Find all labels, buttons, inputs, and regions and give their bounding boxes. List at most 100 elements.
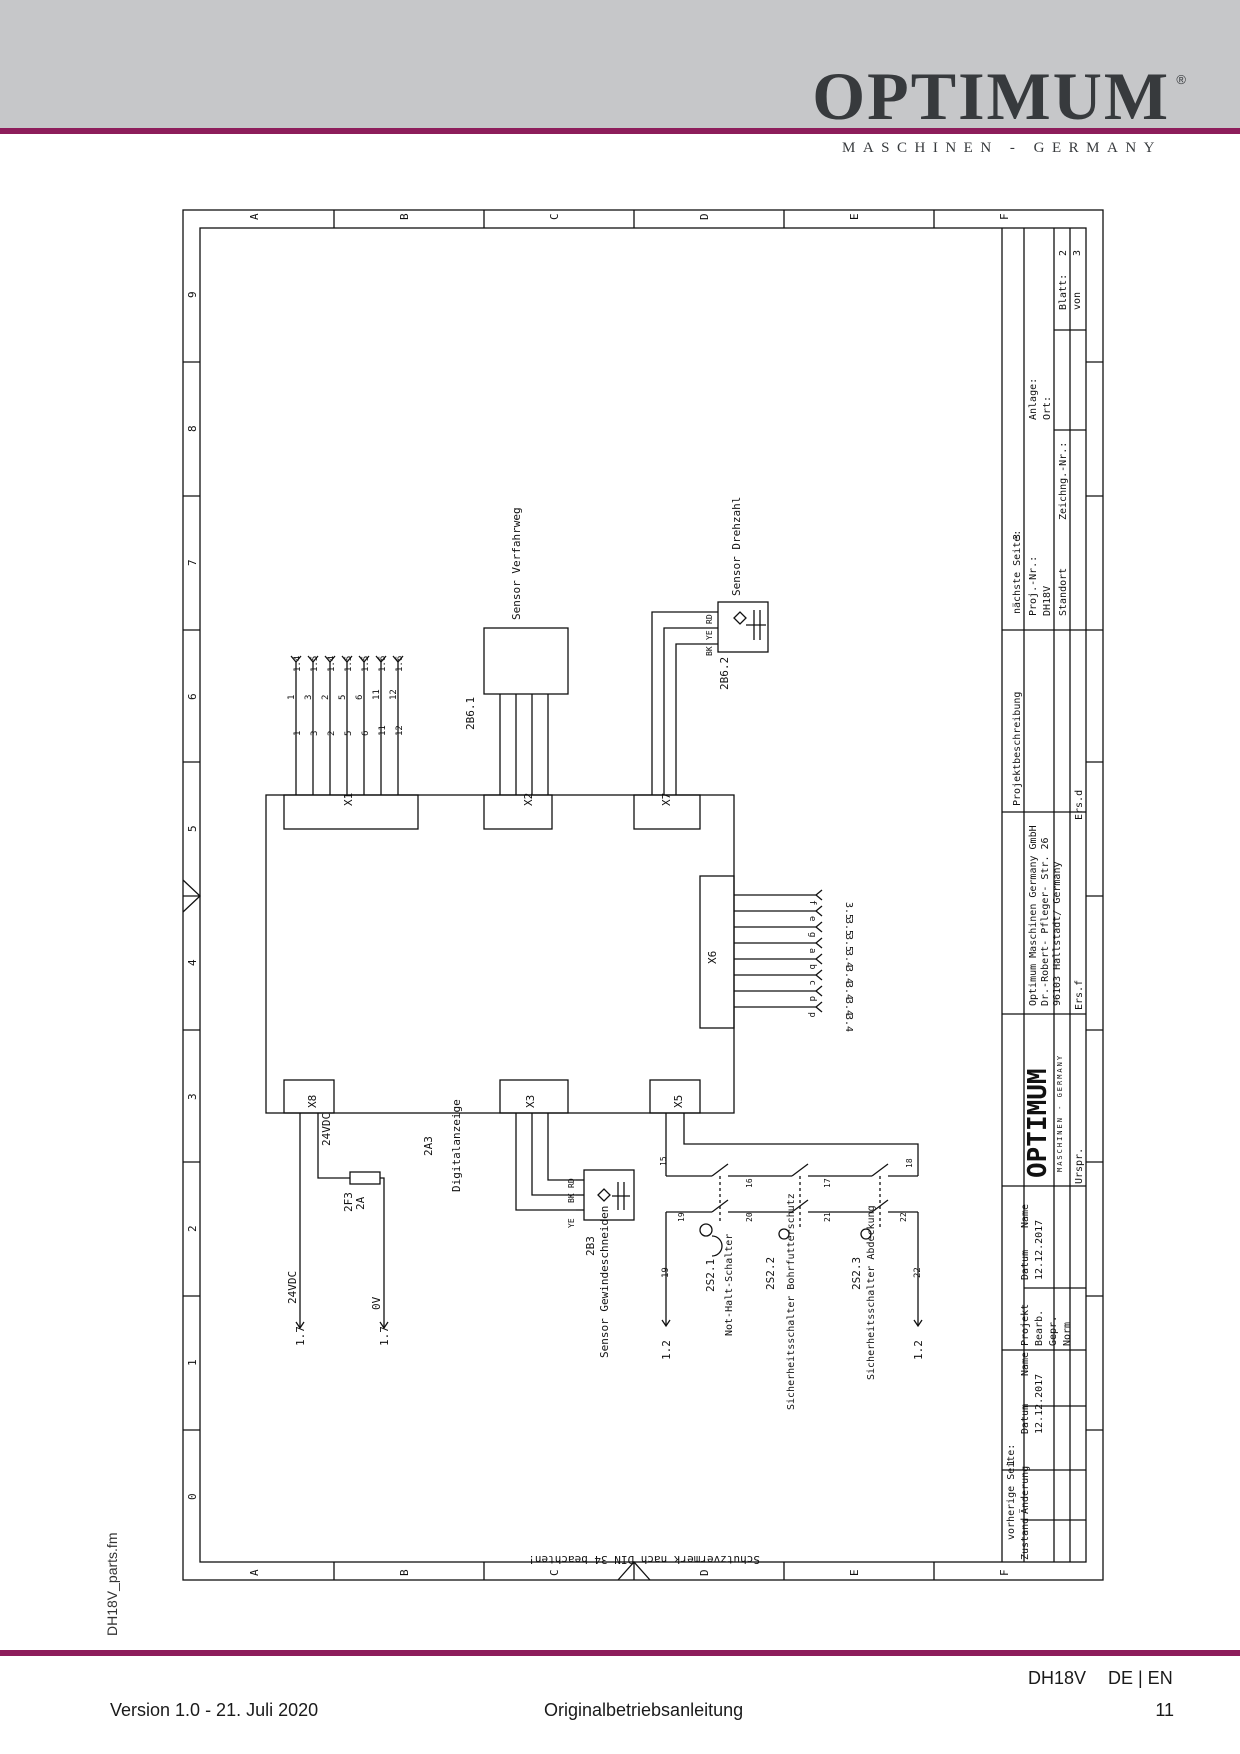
switch-name: Sicherheitsschalter Abdeckung (866, 1205, 877, 1380)
x1-wire-upper: 11 (372, 689, 382, 700)
cover-switch-symbol (860, 1228, 872, 1240)
connector-x2 (483, 794, 553, 830)
tb-prev-page-label: vorherige Seite: (1006, 1444, 1017, 1540)
grid-col-1: 1 (186, 1359, 199, 1366)
x6-wire: b (807, 964, 817, 969)
footer-rule (0, 1650, 1240, 1656)
tb-datum-header: Datum (1020, 1404, 1031, 1434)
x6-ref: 3.4 (843, 1014, 854, 1032)
grid-row-d: D (698, 213, 711, 220)
x8-voltage: 24VDC (320, 1113, 333, 1146)
zero-ref: 1.7 (378, 1326, 391, 1346)
tb-blatt: 2 (1058, 250, 1069, 256)
header-band (0, 0, 1240, 128)
tb-company: Optimum Maschinen Germany GmbH (1028, 825, 1039, 1006)
grid-col-0: 0 (186, 1493, 199, 1500)
switch-tag: 2S2.1 (704, 1259, 717, 1292)
grid-col-5: 5 (186, 825, 199, 832)
input-22-wire: 22 (913, 1267, 923, 1278)
controller-tag: 2A3 (422, 1136, 435, 1156)
grid-col-3: 3 (186, 1093, 199, 1100)
tb-von: 3 (1072, 250, 1083, 256)
sensor-speed-box (717, 601, 769, 653)
drawing-outer-frame (182, 209, 1104, 1581)
sensor-thread-wire: RD (567, 1178, 576, 1188)
grid-col-2: 2 (186, 1225, 199, 1232)
connector-x6 (699, 875, 735, 1029)
tb-standort: Standort (1058, 568, 1069, 616)
grid-row-b-bottom: B (398, 1569, 411, 1576)
sensor-speed-name: Sensor Drehzahl (730, 497, 743, 596)
supply-label: 24VDC (286, 1271, 299, 1304)
x6-ref: 3.4 (843, 982, 854, 1000)
tb-city: 96103 Hallstadt/ Germany (1052, 862, 1063, 1007)
controller-name: Digitalanzeige (450, 1099, 463, 1192)
centering-mark-bottom (617, 1561, 651, 1581)
x6-ref: 3.4 (843, 998, 854, 1016)
grid-row-d-bottom: D (698, 1569, 711, 1576)
switch-tag: 2S2.2 (764, 1257, 777, 1290)
switch-name: Sicherheitsschalter Bohrfutterschutz (786, 1193, 797, 1410)
brand-logo: OPTIMUM (812, 58, 1170, 134)
grid-row-b: B (398, 213, 411, 220)
switch-tag: 2S2.3 (850, 1257, 863, 1290)
x1-wire: 1 (293, 731, 303, 736)
tb-aenderung: Änderung (1018, 1466, 1031, 1514)
connector-x3 (499, 1079, 569, 1114)
tb-next-page: 3 (1012, 534, 1023, 540)
x6-ref: 3.4 (843, 950, 854, 968)
tb-street: Dr.-Robert- Pfleger- Str. 26 (1040, 837, 1051, 1006)
switch-terminal: 19 (677, 1212, 686, 1222)
tb-anlage-label: Anlage: (1028, 378, 1039, 420)
fuse-value: 2A (354, 1196, 367, 1210)
label-x8: X8 (306, 1095, 319, 1108)
tb-ort-label: Ort: (1042, 396, 1053, 420)
sensor-speed-wire: BK (705, 646, 714, 656)
x1-wire: 6 (361, 731, 371, 736)
connector-x8 (283, 1079, 335, 1114)
sensor-thread-wire: BK (567, 1193, 576, 1203)
footer-manual-title: Originalbetriebsanleitung (544, 1700, 744, 1720)
sensor-speed-tag: 2B6.2 (718, 657, 731, 690)
protection-note: Schutzvermerk nach DIN 34 beachten! (528, 1553, 760, 1566)
tb-gepr: Gepr. (1048, 1316, 1059, 1346)
switch-terminal: 18 (905, 1158, 914, 1168)
x6-wire: a (807, 948, 817, 953)
x1-wire: 2 (327, 731, 337, 736)
grid-col-6: 6 (186, 693, 199, 700)
x6-ref: 3.5 (843, 902, 854, 920)
sensor-thread-tag: 2B3 (584, 1236, 597, 1256)
sensor-speed-wire: RD (705, 614, 714, 624)
tb-norm: Norm (1062, 1322, 1073, 1346)
sensor-travel-tag: 2B6.1 (464, 697, 477, 730)
tb-projekt: Projekt (1020, 1304, 1031, 1346)
x1-wire-upper: 3 (304, 695, 314, 700)
x1-ref: 1.5 (361, 656, 371, 672)
label-x2: X2 (522, 793, 535, 806)
x1-wire: 11 (378, 725, 388, 736)
page-number: 11 (1155, 1700, 1174, 1720)
switch-terminal: 21 (823, 1212, 832, 1222)
tb-proj-nr-label: Proj.-Nr.: (1028, 556, 1039, 616)
switch-terminal: 17 (823, 1178, 832, 1188)
tb-logo: OPTIMUM (1023, 1068, 1053, 1178)
zero-label: 0V (370, 1296, 383, 1310)
tb-datum-2: 12.12.2017 (1034, 1220, 1045, 1280)
tb-zeichnr-label: Zeichng.-Nr.: (1058, 442, 1069, 520)
header-rule (0, 128, 1240, 134)
grid-col-8: 8 (186, 425, 199, 432)
connector-x7 (633, 794, 701, 830)
tb-bearb: Bearb. (1034, 1310, 1045, 1346)
grid-col-4: 4 (186, 959, 199, 966)
sensor-travel-name: Sensor Verfahrweg (510, 507, 523, 620)
connector-x1 (283, 794, 419, 830)
switch-terminal: 22 (899, 1212, 908, 1222)
guard-switch-symbol (778, 1228, 790, 1240)
label-x3: X3 (524, 1095, 537, 1108)
connector-x5 (649, 1079, 701, 1114)
grid-row-a-bottom: A (248, 1569, 261, 1576)
x1-ref: 1.6 (378, 656, 388, 672)
x1-ref: 1.5 (344, 656, 354, 672)
grid-row-c-bottom: C (548, 1569, 561, 1576)
supply-ref: 1.7 (294, 1326, 307, 1346)
